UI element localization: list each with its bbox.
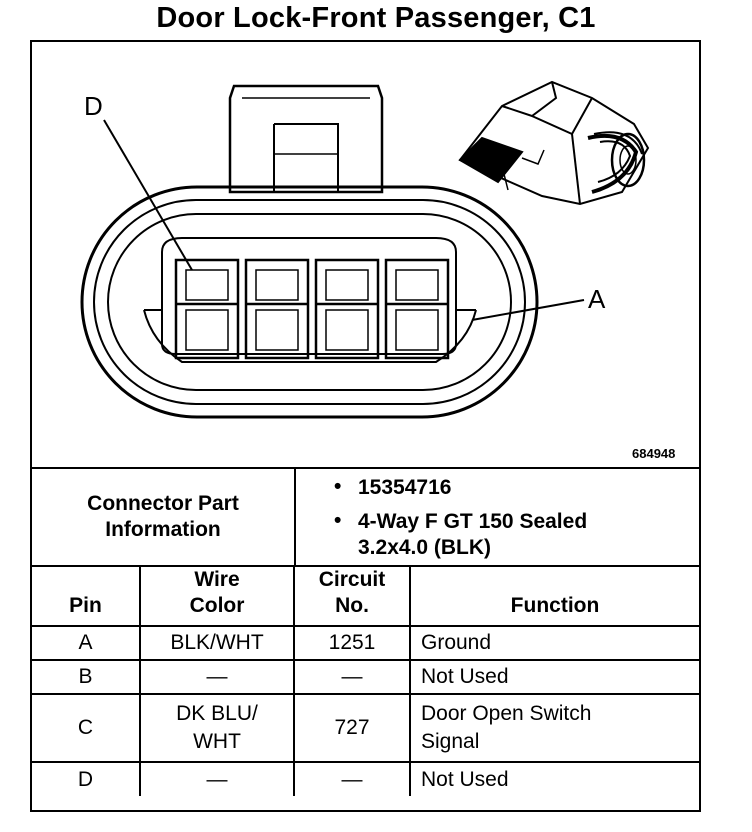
locking-tab	[228, 84, 384, 194]
cell-function: Not Used	[409, 659, 699, 695]
pin-cavity-2	[244, 258, 310, 360]
cell-pin: C	[32, 693, 141, 763]
connector-3d-illustration	[458, 80, 650, 206]
connector-info-label-line1: Connector Part	[87, 492, 239, 515]
cell-function: Ground	[409, 625, 699, 661]
connector-drawing: D A 684948	[80, 80, 675, 461]
cell-pin: B	[32, 659, 141, 695]
cell-wire-color: BLK/WHT	[139, 625, 295, 661]
figure-number: 684948	[632, 446, 675, 461]
cell-pin: D	[32, 761, 141, 796]
connector-info-label-line2: Information	[105, 518, 221, 541]
cell-circuit: —	[293, 761, 411, 796]
cell-circuit: —	[293, 659, 411, 695]
bullet-description: •	[334, 509, 342, 532]
pin-cavity-1	[174, 258, 240, 360]
connector-info-label: Connector Part Information	[32, 469, 296, 565]
table-row: D — — Not Used	[32, 761, 699, 796]
pin-cavities	[174, 258, 450, 360]
part-number: 15354716	[358, 476, 452, 499]
header-pin: Pin	[32, 567, 141, 627]
header-function: Function	[409, 567, 699, 627]
pin-cavity-4	[384, 258, 450, 360]
connector-info-row: Connector Part Information • 15354716 • …	[32, 467, 699, 567]
table-row: A BLK/WHT 1251 Ground	[32, 625, 699, 661]
connector-description-line1: 4-Way F GT 150 Sealed	[358, 510, 588, 533]
page-title: Door Lock-Front Passenger, C1	[156, 2, 596, 34]
cell-circuit: 727	[293, 693, 411, 763]
connector-info-values: • 15354716 • 4-Way F GT 150 Sealed 3.2x4…	[296, 469, 696, 565]
table-row: B — — Not Used	[32, 659, 699, 695]
cell-function: Not Used	[409, 761, 699, 796]
connector-sheet: D A 684948 Connector Part Information • …	[30, 40, 701, 812]
cell-wire-color: —	[139, 659, 295, 695]
connector-description-line2: 3.2x4.0 (BLK)	[358, 536, 492, 559]
pin-a-callout: A	[588, 284, 606, 314]
leader-line-a	[471, 299, 585, 321]
cell-wire-color: DK BLU/WHT	[139, 693, 295, 763]
cell-circuit: 1251	[293, 625, 411, 661]
pin-d-callout: D	[84, 91, 103, 121]
leader-line-d	[103, 119, 193, 271]
cell-wire-color: —	[139, 761, 295, 796]
connector-housing	[80, 185, 539, 419]
cell-pin: A	[32, 625, 141, 661]
pin-cavity-3	[314, 258, 380, 360]
bullet-part-number: •	[334, 475, 342, 498]
